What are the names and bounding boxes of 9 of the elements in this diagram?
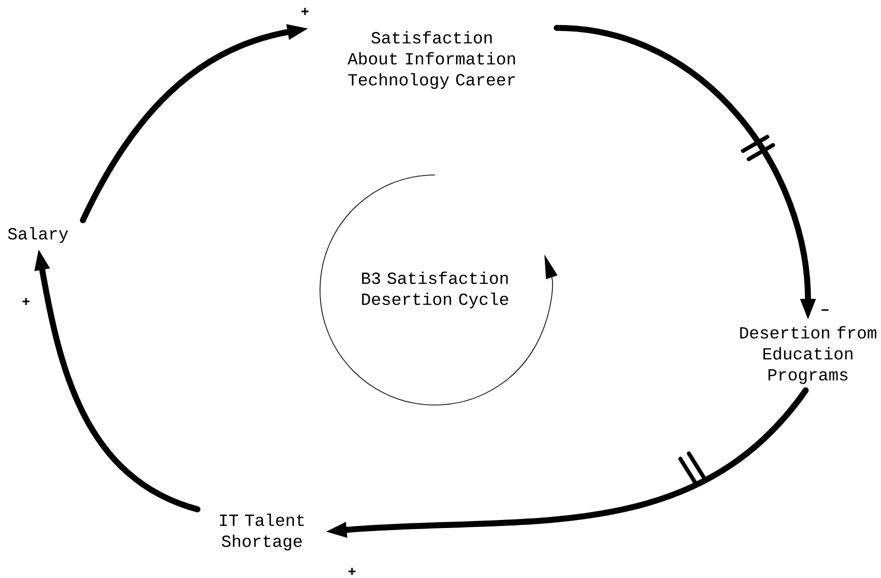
- variable-label: Desertion from Education Programs: [740, 326, 876, 384]
- polarity-sign: +: [302, 8, 309, 15]
- loop-label: B3 Satisfaction Desertion Cycle: [362, 272, 508, 308]
- polarity-sign: +: [348, 568, 356, 575]
- variable-label: IT Talent Shortage: [220, 514, 304, 550]
- variable-label: Salary: [8, 227, 68, 243]
- variable-label: Satisfaction About Information Technology Career: [348, 31, 515, 89]
- polarity-sign: −: [822, 309, 829, 311]
- polarity-sign: +: [22, 298, 30, 305]
